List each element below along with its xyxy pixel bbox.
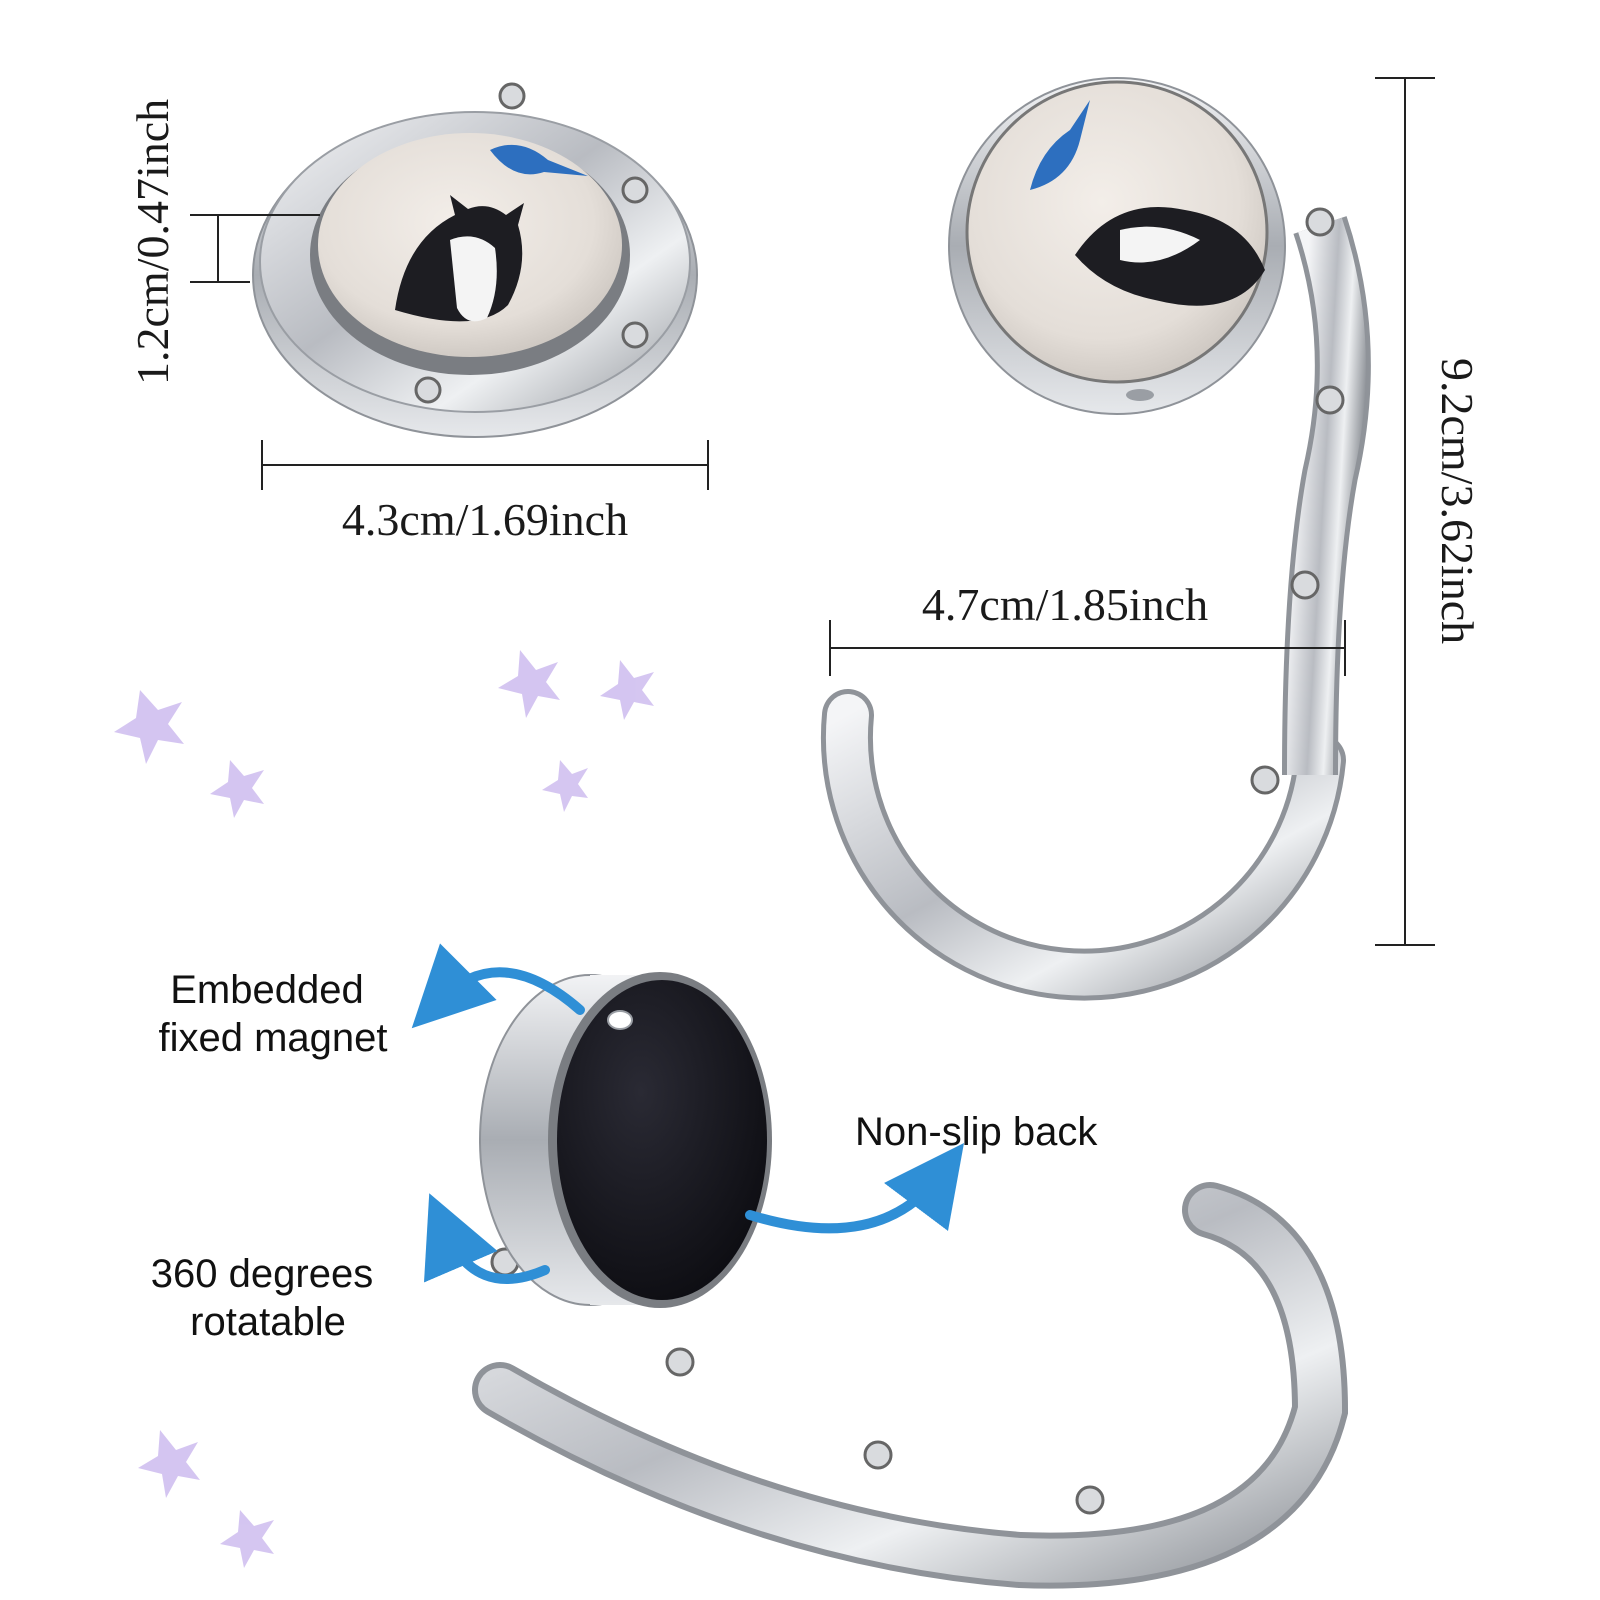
hook-width-label: 4.7cm/1.85inch	[922, 579, 1208, 630]
total-height-label: 9.2cm/3.62inch	[1432, 358, 1483, 644]
back-label: Non-slip back	[855, 1110, 1098, 1154]
magnet-label-line2: fixed magnet	[158, 1016, 387, 1060]
closed-hanger-disc	[252, 82, 698, 438]
rotate-label-line2: rotatable	[190, 1300, 346, 1344]
total-height-dimension	[1375, 77, 1435, 946]
back-arrow	[745, 1143, 965, 1234]
magnet-arrow	[411, 943, 585, 1029]
magnet-label-line1: Embedded	[170, 968, 363, 1012]
disc-width-dimension	[261, 440, 709, 490]
callout-arrows	[411, 943, 965, 1284]
rotate-label-line1: 360 degrees	[151, 1252, 373, 1296]
petal-decoration	[114, 650, 654, 1568]
hook-width-dimension	[829, 620, 1346, 676]
thickness-dimension	[190, 214, 320, 283]
opened-hanger-hook	[820, 77, 1371, 1001]
thickness-label: 1.2cm/0.47inch	[127, 99, 178, 385]
disc-width-label: 4.3cm/1.69inch	[342, 494, 628, 545]
back-view-hanger	[472, 972, 1349, 1589]
rotate-arrow	[424, 1193, 550, 1284]
